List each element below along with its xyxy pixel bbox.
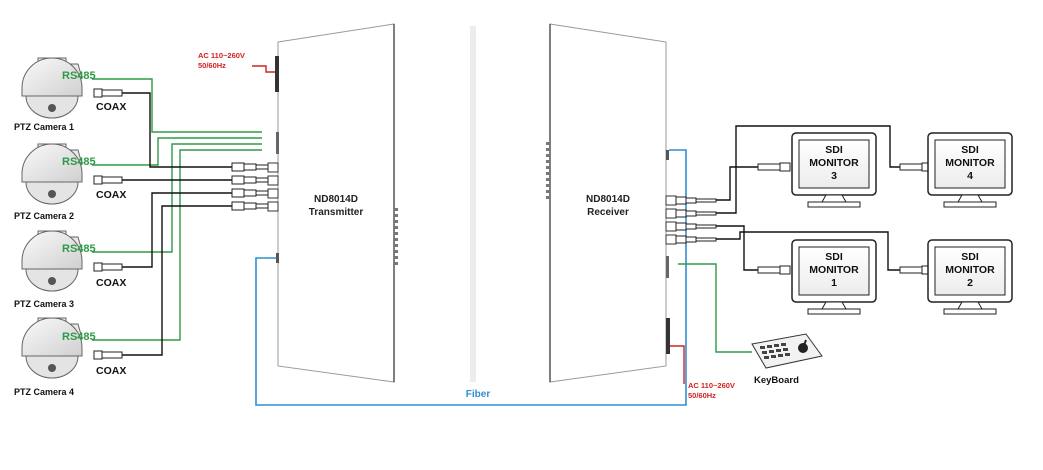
monitor-2-number: 2 — [967, 277, 973, 289]
transmitter-power-line — [252, 65, 275, 73]
camera-3-rs485-label: RS485 — [62, 243, 96, 255]
transmitter-model: ND8014D — [314, 194, 358, 205]
camera-2-coax-label: COAX — [96, 189, 126, 201]
monitor-video-lines — [716, 125, 900, 271]
rs485-port — [276, 132, 279, 154]
fiber-port — [276, 253, 279, 263]
receiver-fiber-ports — [546, 142, 550, 199]
camera-3: RS485 COAX PTZ Camera 3 — [14, 230, 126, 309]
transmitter-bnc-connectors — [231, 162, 269, 211]
receiver-power-port — [666, 318, 670, 354]
monitor-2: SDI MONITOR 2 — [927, 239, 1013, 315]
fiber-link — [255, 149, 687, 406]
monitor-1: SDI MONITOR 1 — [791, 239, 877, 315]
video-input-ports — [267, 162, 279, 212]
receiver-bnc-connectors — [675, 196, 717, 244]
camera-1-coax-label: COAX — [96, 101, 126, 113]
monitor-2-line1: SDI — [961, 251, 979, 263]
video-output-ports — [665, 195, 677, 245]
camera-4-label: PTZ Camera 4 — [14, 387, 74, 397]
receiver-model: ND8014D — [586, 194, 630, 205]
dome-camera-icon — [21, 143, 83, 183]
camera-1: RS485 COAX PTZ Camera 1 — [14, 57, 126, 132]
dome-camera-icon — [21, 317, 83, 357]
transmitter-power-label: AC 110~260V — [198, 51, 245, 60]
camera-1-label: PTZ Camera 1 — [14, 122, 74, 132]
camera-4: RS485 COAX PTZ Camera 4 — [14, 317, 126, 397]
receiver-unit: ND8014D Receiver — [546, 23, 677, 383]
camera-4-coax-label: COAX — [96, 365, 126, 377]
receiver-power-freq: 50/60Hz — [688, 391, 716, 400]
monitor-1-number: 1 — [831, 277, 837, 289]
keyboard: KeyBoard — [751, 333, 823, 386]
monitor-4-number: 4 — [967, 170, 973, 182]
monitor-4-line2: MONITOR — [945, 157, 995, 169]
camera-4-rs485-label: RS485 — [62, 331, 96, 343]
transmitter-name: Transmitter — [309, 207, 364, 218]
keyboard-line — [678, 263, 752, 353]
camera-2: RS485 COAX PTZ Camera 2 — [14, 143, 126, 221]
rs485-lines — [92, 78, 262, 341]
receiver-fiber-port — [666, 150, 669, 160]
monitor-3-line1: SDI — [825, 144, 843, 156]
fiber-label: Fiber — [466, 389, 491, 400]
receiver-name: Receiver — [587, 207, 629, 218]
receiver-power-line — [670, 345, 685, 384]
camera-3-label: PTZ Camera 3 — [14, 299, 74, 309]
receiver-power-label: AC 110~260V — [688, 381, 735, 390]
monitor-bnc-connectors — [757, 162, 933, 275]
dome-camera-icon — [21, 230, 83, 270]
keyboard-label: KeyBoard — [754, 375, 799, 386]
camera-3-coax-label: COAX — [96, 277, 126, 289]
keyboard-port — [666, 256, 669, 278]
monitor-2-line2: MONITOR — [945, 264, 995, 276]
fiber-divider — [470, 26, 476, 382]
dome-camera-icon — [21, 57, 83, 97]
camera-2-label: PTZ Camera 2 — [14, 211, 74, 221]
camera-1-rs485-label: RS485 — [62, 70, 96, 82]
transmitter-power-freq: 50/60Hz — [198, 61, 226, 70]
camera-2-rs485-label: RS485 — [62, 156, 96, 168]
monitor-3: SDI MONITOR 3 — [791, 132, 877, 208]
monitor-4: SDI MONITOR 4 — [927, 132, 1013, 208]
monitor-1-line1: SDI — [825, 251, 843, 263]
monitor-3-number: 3 — [831, 170, 837, 182]
power-port — [275, 56, 279, 92]
transmitter-fiber-ports — [394, 208, 398, 265]
coax-lines — [122, 92, 232, 356]
monitor-4-line1: SDI — [961, 144, 979, 156]
monitor-1-line2: MONITOR — [809, 264, 859, 276]
transmitter-unit: ND8014D Transmitter — [267, 23, 398, 383]
monitor-3-line2: MONITOR — [809, 157, 859, 169]
